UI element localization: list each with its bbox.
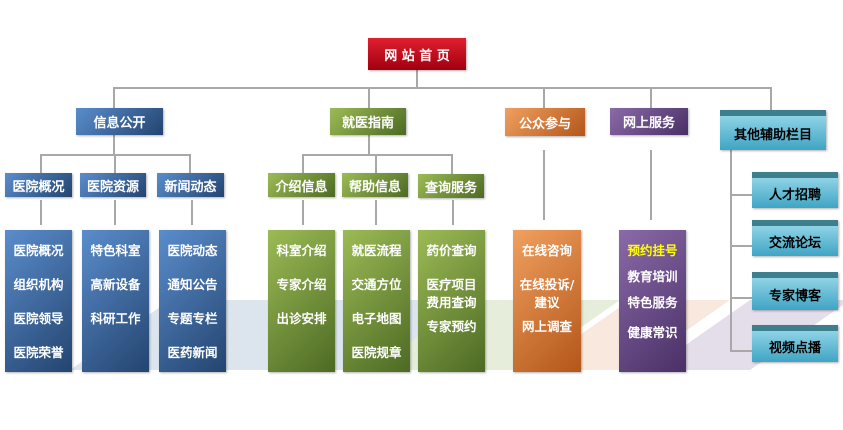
connector-line [650, 150, 652, 220]
link-item[interactable]: 出诊安排 [276, 311, 327, 326]
node-expert-blog[interactable]: 专家博客 [752, 272, 838, 310]
link-item[interactable]: 就医流程 [351, 243, 402, 258]
link-item[interactable]: 特色科室 [90, 243, 141, 258]
column-online-services: 预约挂号 教育培训 特色服务 健康常识 [619, 230, 686, 372]
connector-line [302, 200, 304, 225]
column-hospital-overview: 医院概况 组织机构 医院领导 医院荣誉 [5, 230, 72, 372]
connector-line [730, 150, 732, 352]
column-news: 医院动态 通知公告 专题专栏 医药新闻 [159, 230, 226, 372]
node-online-services[interactable]: 网上服务 [610, 108, 688, 135]
connector-line [650, 87, 652, 108]
column-public-participation: 在线咨询 在线投诉/建议 网上调查 [513, 230, 581, 372]
connector-line [40, 200, 42, 225]
column-intro-info: 科室介绍 专家介绍 出诊安排 [268, 230, 335, 372]
node-hospital-overview[interactable]: 医院概况 [5, 173, 72, 197]
connector-line [730, 194, 752, 196]
connector-line [375, 154, 377, 174]
node-hospital-resources[interactable]: 医院资源 [80, 173, 146, 197]
link-item[interactable]: 医药新闻 [167, 345, 218, 360]
link-item[interactable]: 在线咨询 [521, 243, 572, 258]
connector-line [113, 87, 771, 89]
node-news[interactable]: 新闻动态 [157, 173, 224, 197]
connector-line [375, 200, 377, 225]
link-item-appointment[interactable]: 预约挂号 [627, 243, 678, 258]
link-item[interactable]: 科研工作 [90, 311, 141, 326]
connector-line [113, 87, 115, 108]
connector-line [113, 135, 115, 155]
link-item[interactable]: 医院概况 [13, 243, 64, 258]
connector-line [416, 70, 418, 88]
connector-line [730, 297, 752, 299]
link-item[interactable]: 专题专栏 [167, 311, 218, 326]
node-info-disclosure[interactable]: 信息公开 [76, 108, 163, 135]
link-item[interactable]: 专家介绍 [276, 277, 327, 292]
connector-line [114, 154, 116, 174]
connector-line [543, 150, 545, 220]
connector-line [770, 87, 772, 110]
node-public-participation[interactable]: 公众参与 [505, 108, 585, 136]
link-item[interactable]: 组织机构 [13, 277, 64, 292]
link-item[interactable]: 医院领导 [13, 311, 64, 326]
link-item[interactable]: 医院规章 [351, 345, 402, 360]
connector-line [191, 200, 193, 225]
node-help-info[interactable]: 帮助信息 [342, 173, 408, 197]
node-intro-info[interactable]: 介绍信息 [268, 173, 335, 197]
link-item[interactable]: 科室介绍 [276, 243, 327, 258]
link-item[interactable]: 网上调查 [521, 319, 572, 334]
connector-line [114, 200, 116, 225]
connector-line [302, 154, 304, 174]
connector-line [40, 154, 42, 174]
node-video-on-demand[interactable]: 视频点播 [752, 325, 838, 362]
connector-line [368, 135, 370, 155]
link-item[interactable]: 医院荣誉 [13, 345, 64, 360]
link-item[interactable]: 电子地图 [351, 311, 402, 326]
link-item[interactable]: 在线投诉/建议 [519, 277, 575, 310]
link-item[interactable]: 医疗项目费用查询 [426, 277, 477, 310]
link-item[interactable]: 健康常识 [627, 325, 678, 340]
link-item[interactable]: 专家预约 [426, 319, 477, 334]
link-item[interactable]: 交通方位 [351, 277, 402, 292]
connector-line [452, 200, 454, 225]
connector-line [451, 154, 453, 174]
node-forum[interactable]: 交流论坛 [752, 220, 838, 256]
connector-line [368, 87, 370, 108]
node-query-service[interactable]: 查询服务 [418, 174, 484, 198]
link-item[interactable]: 通知公告 [167, 277, 218, 292]
column-help-info: 就医流程 交通方位 电子地图 医院规章 [343, 230, 410, 372]
connector-line [730, 245, 752, 247]
connector-line [543, 87, 545, 108]
node-other-columns[interactable]: 其他辅助栏目 [720, 110, 826, 150]
link-item[interactable]: 药价查询 [426, 243, 477, 258]
link-item[interactable]: 教育培训 [627, 269, 678, 284]
node-recruitment[interactable]: 人才招聘 [752, 172, 838, 208]
connector-line [302, 154, 453, 156]
link-item[interactable]: 特色服务 [627, 295, 678, 310]
node-medical-guide[interactable]: 就医指南 [330, 108, 406, 135]
link-item[interactable]: 医院动态 [167, 243, 218, 258]
connector-line [730, 350, 752, 352]
column-query-service: 药价查询 医疗项目费用查询 专家预约 [418, 230, 485, 372]
link-item[interactable]: 高新设备 [90, 277, 141, 292]
column-hospital-resources: 特色科室 高新设备 科研工作 [82, 230, 149, 372]
root-home-node[interactable]: 网 站 首 页 [368, 38, 466, 70]
connector-line [189, 154, 191, 174]
